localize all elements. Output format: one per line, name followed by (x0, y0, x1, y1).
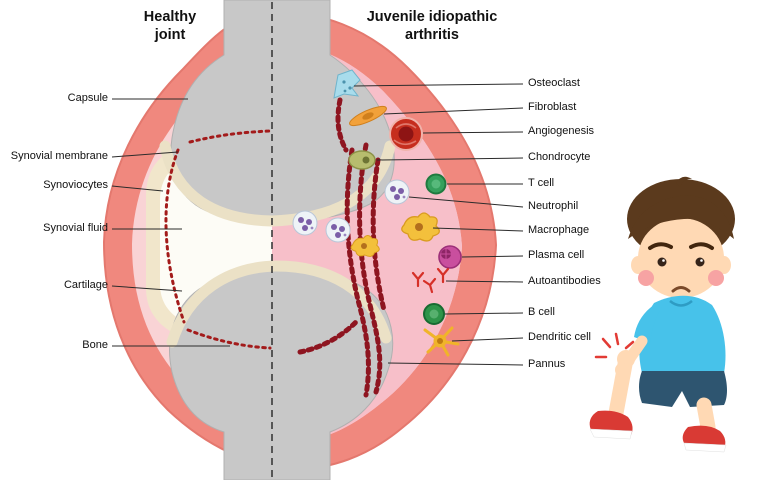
label-pannus: Pannus (528, 358, 566, 370)
label-chondrocyte: Chondrocyte (528, 151, 591, 163)
label-neutrophil: Neutrophil (528, 200, 579, 212)
label-capsule: Capsule (67, 92, 108, 104)
neutrophil-icon (384, 179, 410, 205)
label-t-cell: T cell (528, 177, 555, 189)
label-autoantibodies: Autoantibodies (528, 275, 601, 287)
label-dendritic-cell: Dendritic cell (528, 331, 591, 343)
title-juvenile-idiopathic-arthritis: Juvenile idiopathic arthritis (366, 9, 498, 44)
t-cell-icon (425, 173, 447, 195)
cartilage-bottom (166, 260, 392, 348)
label-bone: Bone (82, 339, 108, 351)
osteoclast-icon (333, 69, 361, 99)
title-healthy-joint: Healthy joint (143, 9, 197, 44)
label-synoviocytes: Synoviocytes (43, 179, 108, 191)
label-macrophage: Macrophage (528, 224, 590, 236)
label-synovial-fluid: Synovial fluid (43, 222, 108, 234)
macrophage-icon (350, 235, 380, 257)
b-cell-icon (423, 303, 445, 325)
label-angiogenesis: Angiogenesis (528, 125, 595, 137)
macrophage-icon (401, 212, 440, 242)
synoviocytes-dots (164, 129, 272, 350)
neutrophil-icon (325, 217, 351, 243)
fibroblast-icon (349, 105, 387, 127)
plasma-cell-icon (438, 245, 462, 269)
angiogenesis-icon (389, 117, 423, 151)
autoantibody-icon (411, 267, 450, 294)
neutrophil-icon (292, 210, 318, 236)
dendritic-cell-icon (423, 326, 460, 357)
label-synovial-membrane: Synovial membrane (10, 150, 108, 162)
chondrocyte-icon (348, 150, 376, 170)
label-cartilage: Cartilage (63, 279, 108, 291)
label-plasma-cell: Plasma cell (528, 249, 585, 261)
label-osteoclast: Osteoclast (528, 77, 580, 89)
label-fibroblast: Fibroblast (528, 101, 577, 113)
label-b-cell: B cell (528, 306, 555, 318)
pannus-dots (297, 97, 387, 398)
leader-lines (111, 83, 524, 366)
boy-illustration (589, 176, 735, 453)
